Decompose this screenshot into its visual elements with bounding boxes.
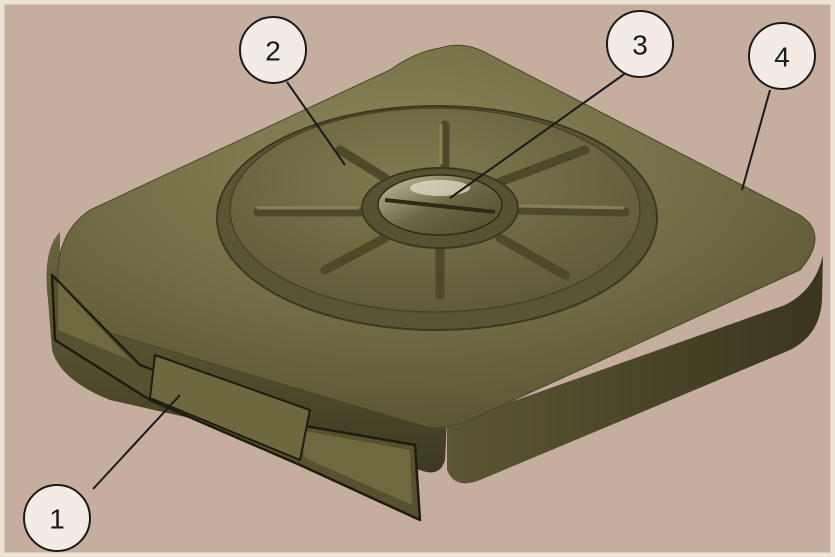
callout-4: 4 <box>749 23 815 89</box>
callout-3-label: 3 <box>632 30 648 61</box>
leader-line-1 <box>93 395 180 489</box>
callout-2-label: 2 <box>265 36 281 67</box>
callout-4-label: 4 <box>774 42 790 73</box>
fuze-glint <box>410 180 470 196</box>
leader-line-4 <box>742 90 770 190</box>
callout-1: 1 <box>24 485 90 551</box>
callout-3: 3 <box>607 11 673 77</box>
callout-1-label: 1 <box>49 504 65 535</box>
callout-2: 2 <box>240 17 306 83</box>
